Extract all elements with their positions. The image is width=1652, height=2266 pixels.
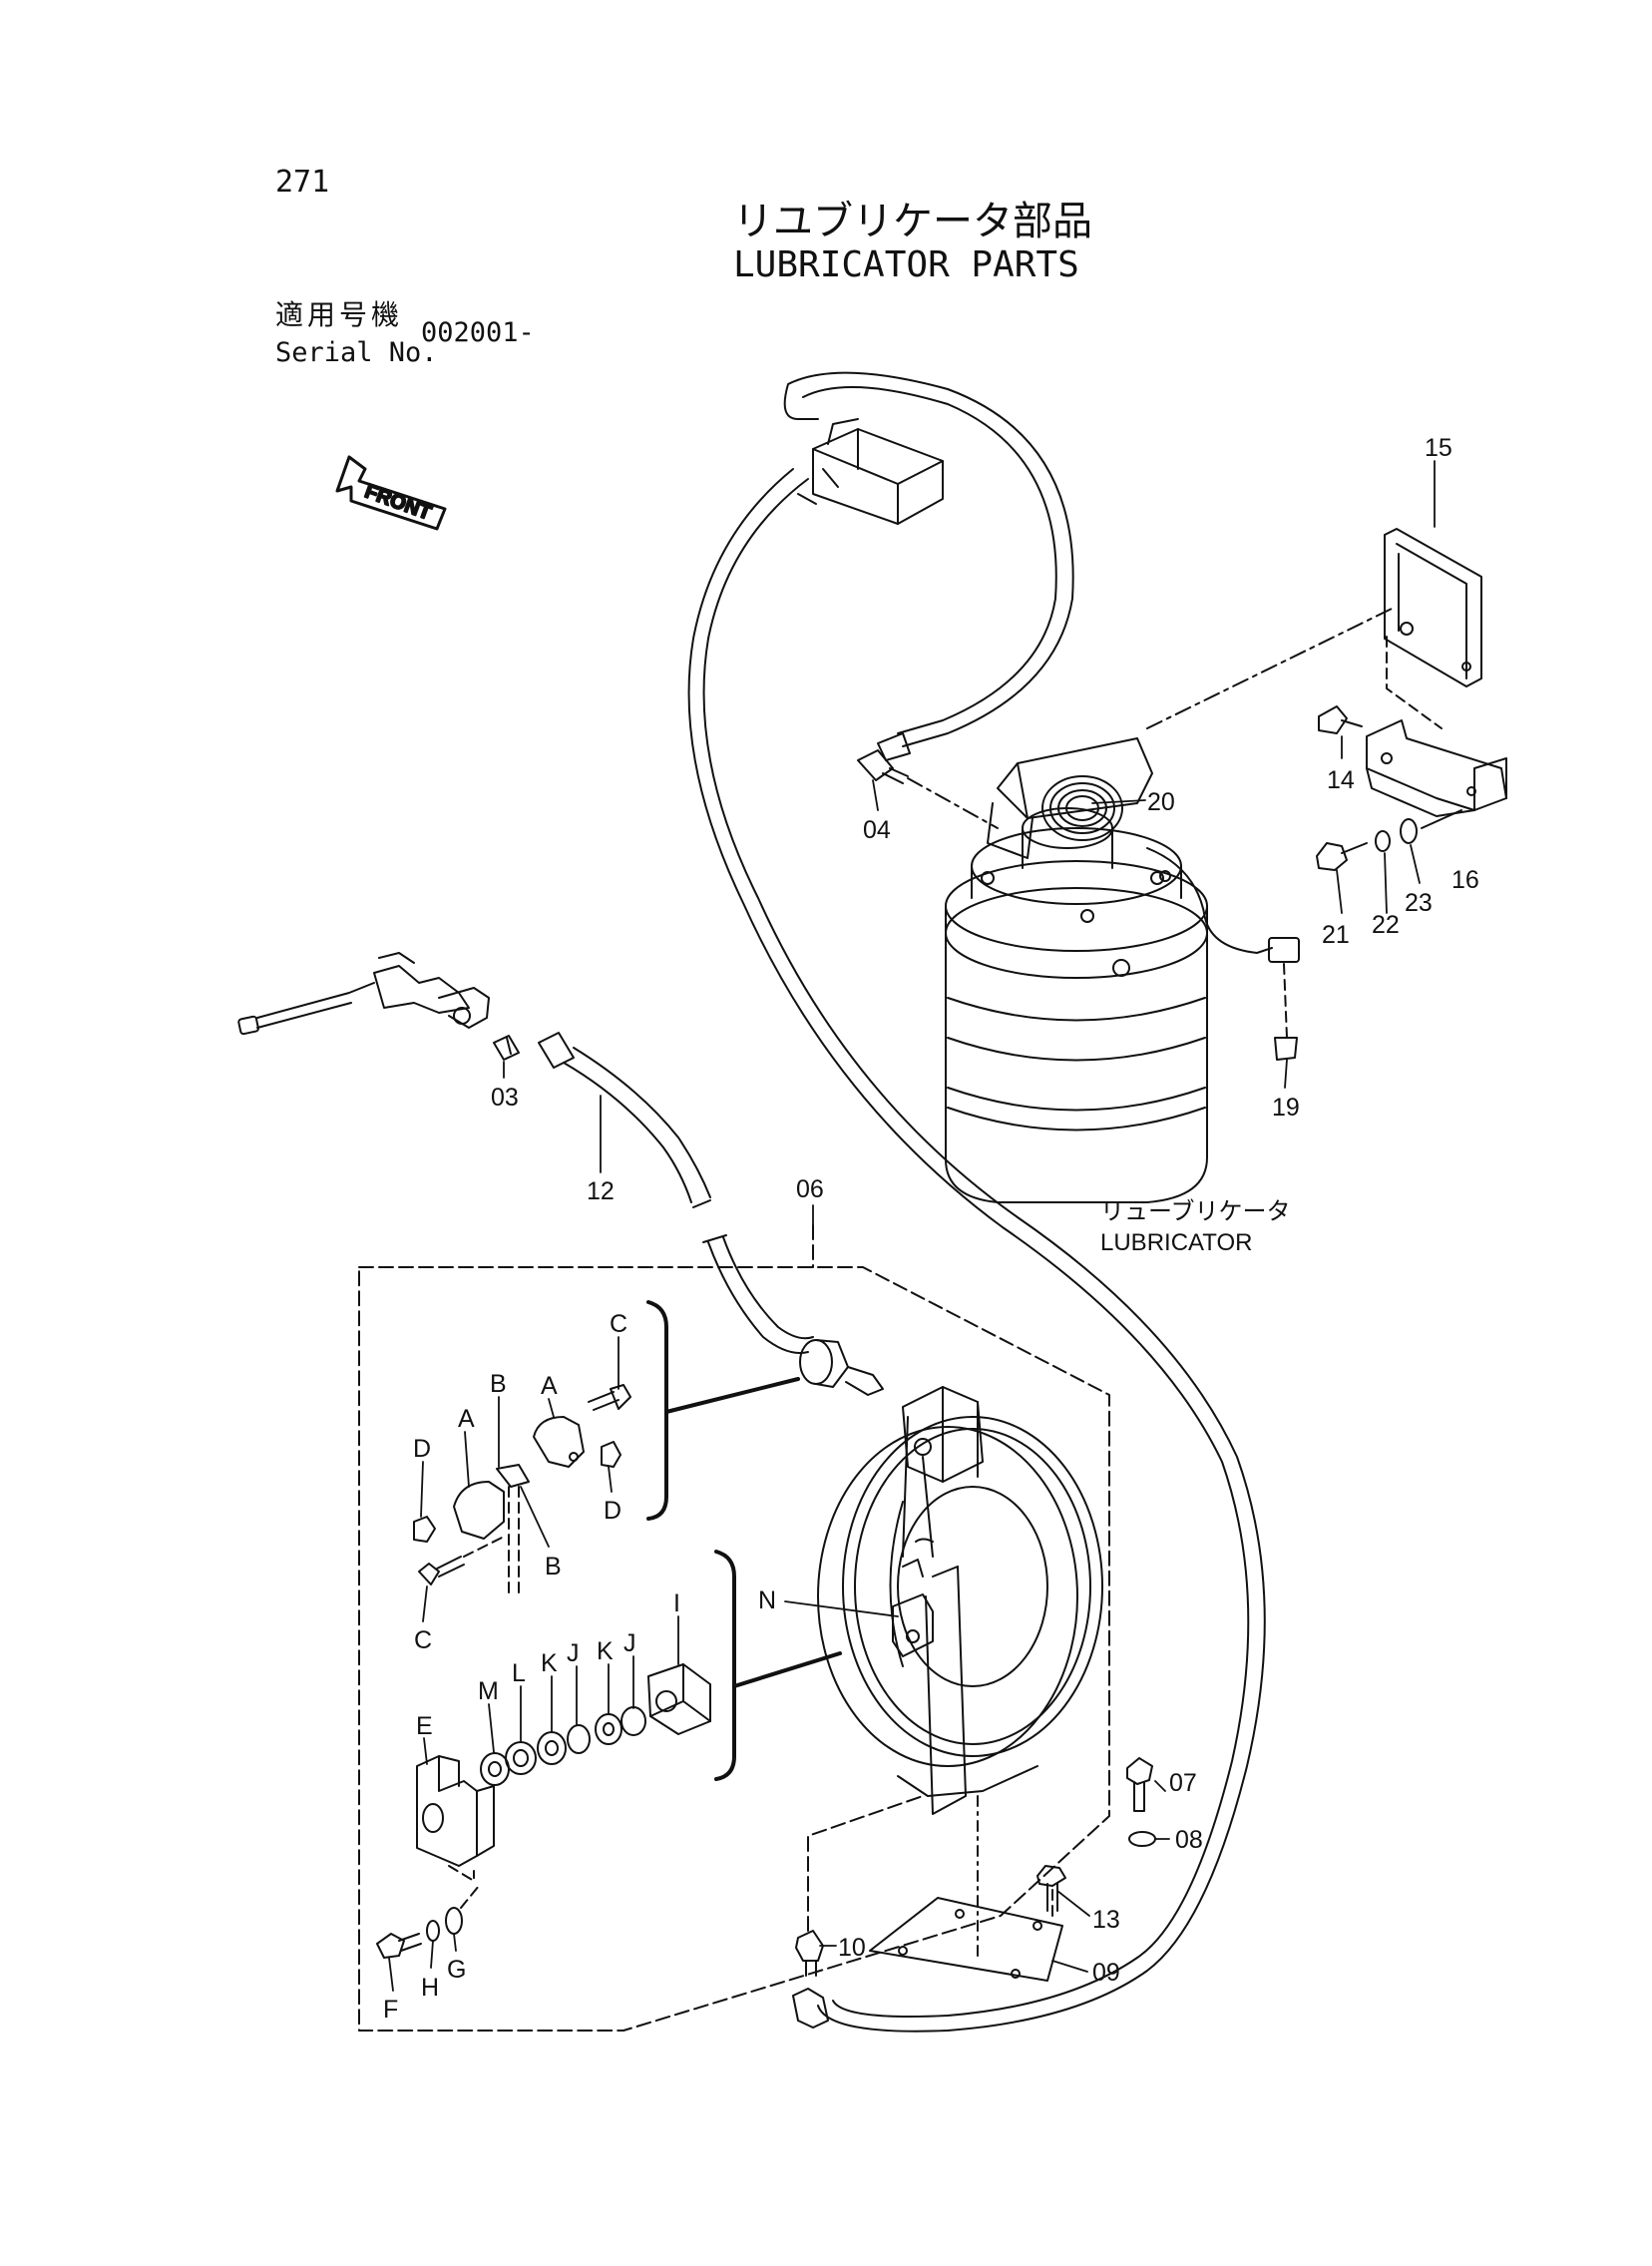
base-plate-09 <box>869 1795 1063 1982</box>
seal-parts <box>376 1663 711 1959</box>
hose-12 <box>538 1032 814 1354</box>
serial-label-japanese: 適用号機 <box>275 298 404 331</box>
reel-arm-lines <box>902 1401 979 1558</box>
callout-J-right: J <box>623 1629 636 1657</box>
callout-B-lower: B <box>545 1553 562 1581</box>
bolt-07 <box>1126 1757 1153 1812</box>
fitting-10 <box>792 1795 924 2029</box>
reel-assembly-boundary <box>358 1266 1110 2032</box>
callout-D-right: D <box>604 1497 621 1525</box>
callout-20: 20 <box>1147 788 1175 816</box>
callout-K-left: K <box>541 1649 558 1677</box>
callout-04: 04 <box>863 816 891 844</box>
main-hose <box>687 371 1266 2033</box>
callout-E: E <box>416 1712 433 1740</box>
washer-08 <box>1128 1831 1156 1847</box>
front-arrow-icon: FRONT <box>335 455 447 531</box>
washer-23 <box>1400 818 1418 844</box>
callout-C-lower: C <box>414 1626 432 1654</box>
callout-19: 19 <box>1272 1094 1300 1122</box>
lubricator-assembly <box>945 737 1300 1203</box>
callout-N: N <box>758 1586 776 1614</box>
callout-22: 22 <box>1372 911 1400 939</box>
callout-12: 12 <box>587 1177 615 1205</box>
serial-label-english: Serial No. <box>275 337 438 368</box>
fitting-03 <box>493 1035 520 1061</box>
washer-22 <box>1375 830 1391 852</box>
callout-G: G <box>447 1956 466 1984</box>
callout-03: 03 <box>491 1084 519 1112</box>
callout-07: 07 <box>1169 1769 1197 1797</box>
bolt-21 <box>1316 842 1368 871</box>
callout-06: 06 <box>796 1175 824 1203</box>
callout-M: M <box>478 1677 499 1705</box>
reel-swivel <box>799 1339 884 1396</box>
callout-L: L <box>512 1659 526 1687</box>
fitting-04 <box>857 749 999 829</box>
callout-21: 21 <box>1322 921 1350 949</box>
group-bracket-clamps <box>646 1300 668 1521</box>
callout-16: 16 <box>1451 866 1479 894</box>
callout-B-upper: B <box>490 1370 507 1398</box>
callout-14: 14 <box>1327 766 1355 794</box>
group-bracket-seals <box>714 1550 736 1781</box>
leader-16 <box>1421 809 1462 829</box>
bracket-16 <box>1366 719 1507 817</box>
callout-10: 10 <box>838 1934 866 1962</box>
leader-lines <box>388 460 1436 1992</box>
callout-C-upper: C <box>610 1310 627 1338</box>
callout-13: 13 <box>1092 1906 1120 1934</box>
serial-value: 002001- <box>421 317 535 348</box>
title-japanese: リユブリケータ部品 <box>733 199 1092 244</box>
callout-A-lower: A <box>458 1405 475 1433</box>
bolt-14 <box>1318 705 1363 734</box>
lubricator-label-english: LUBRICATOR <box>1100 1229 1253 1256</box>
front-label: FRONT <box>362 480 434 524</box>
callout-F: F <box>383 1996 398 2024</box>
callout-D-left: D <box>413 1435 431 1463</box>
callout-labels: 15 20 04 14 16 21 22 23 19 03 12 06 07 0… <box>383 434 1479 2024</box>
callout-J-left: J <box>567 1639 580 1667</box>
callout-15: 15 <box>1425 434 1452 462</box>
callout-09: 09 <box>1092 1959 1120 1987</box>
clamp-parts <box>413 1384 631 1597</box>
bracket-15 <box>1146 528 1482 729</box>
callout-I: I <box>673 1589 680 1617</box>
callout-A-upper: A <box>541 1372 558 1400</box>
callout-08: 08 <box>1175 1826 1203 1854</box>
solenoid-fitting <box>237 952 490 1036</box>
callout-H: H <box>421 1974 439 2002</box>
hose-reel <box>817 1386 1103 1815</box>
title-english: LUBRICATOR PARTS <box>733 244 1079 285</box>
page-number: 271 <box>275 165 330 200</box>
callout-23: 23 <box>1405 889 1433 917</box>
bolt-13 <box>1036 1865 1066 1912</box>
callout-K-right: K <box>597 1637 614 1665</box>
